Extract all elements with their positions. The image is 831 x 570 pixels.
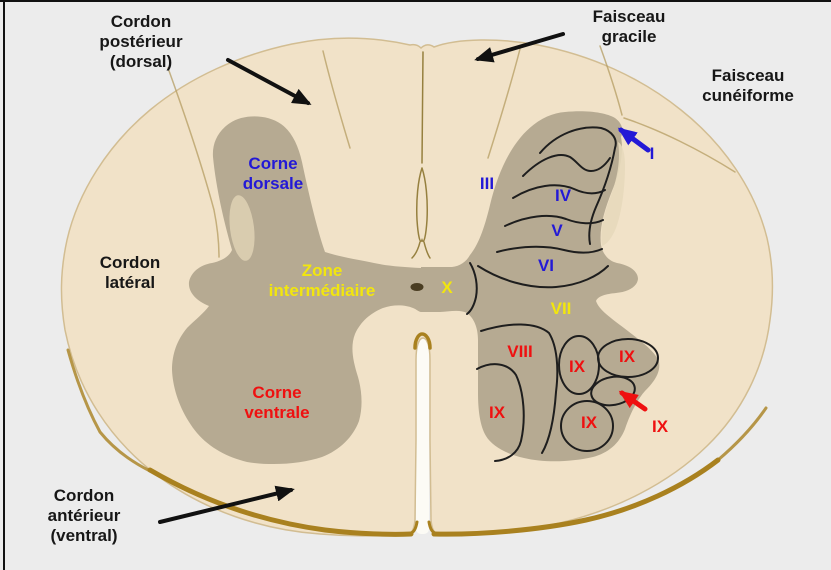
label-line: cunéiforme xyxy=(702,86,794,105)
label-line: Corne xyxy=(252,383,302,402)
lamina-i-arrow-icon xyxy=(617,127,651,153)
fascicle-line-left-inner xyxy=(322,50,351,149)
label-line: Cordon xyxy=(99,253,161,272)
label-faisceau-gracile: Faisceau gracile xyxy=(593,7,666,47)
label-line: latéral xyxy=(104,273,156,292)
lamina-ix-left-outline xyxy=(476,363,525,462)
rim-bottom-right xyxy=(431,457,721,537)
lamina-v-vi-boundary xyxy=(496,245,603,254)
label-line: gracile xyxy=(601,27,657,46)
label-lamina-x: X xyxy=(441,278,453,297)
lamina-ix-lateral-oval xyxy=(597,338,659,378)
lamina-vi-vii-boundary xyxy=(477,265,609,289)
rim-fissure-corner-left xyxy=(409,520,419,535)
lamina-iv-v-boundary xyxy=(504,214,604,227)
label-lamina-ix-ventral: IX xyxy=(580,413,598,432)
label-corne-ventrale: Corne ventrale xyxy=(244,383,309,423)
lamina-ix-ventral-circle xyxy=(560,400,614,452)
lamina-x-boundary xyxy=(466,262,478,315)
rim-bottom-left xyxy=(147,467,414,537)
label-line: Corne xyxy=(248,154,298,173)
frame-left-border xyxy=(3,0,5,570)
label-line: postérieur xyxy=(99,32,183,51)
anterior-funiculus-arrow-icon xyxy=(158,485,295,524)
label-line: Cordon xyxy=(110,12,172,31)
left-horn-light-patch xyxy=(229,195,255,261)
label-line: ventrale xyxy=(244,403,310,422)
lamina-i-outline xyxy=(539,126,617,245)
rim-fissure-corner-right xyxy=(427,520,437,535)
frame-top-border xyxy=(0,0,831,2)
label-lamina-v: V xyxy=(551,221,563,240)
label-zone-intermediaire: Zone intermédiaire xyxy=(269,261,376,301)
label-lamina-viii: VIII xyxy=(507,342,533,361)
label-line: Faisceau xyxy=(592,7,666,26)
label-lamina-vii: VII xyxy=(550,299,572,318)
label-cordon-anterieur: Cordon antérieur (ventral) xyxy=(48,486,121,546)
lamina-ii-iii-boundary xyxy=(522,154,611,177)
label-faisceau-cuneiforme: Faisceau cunéiforme xyxy=(702,66,794,106)
label-line: Faisceau xyxy=(711,66,785,85)
rim-right-lower xyxy=(716,406,768,462)
right-horn-cream-wedge xyxy=(601,142,625,246)
label-line: (dorsal) xyxy=(109,52,173,71)
rim-fissure-top xyxy=(413,332,432,350)
lamina-vii-viii-boundary xyxy=(480,323,559,454)
label-lamina-ix-pointer: IX xyxy=(651,417,669,436)
label-corne-dorsale: Corne dorsale xyxy=(243,154,303,194)
label-lamina-iii: III xyxy=(479,174,495,193)
label-lamina-ix-lateral: IX xyxy=(618,347,636,366)
lamina-ix-small-oval xyxy=(590,375,636,407)
label-line: intermédiaire xyxy=(268,281,376,300)
rim-left-lower xyxy=(66,348,152,473)
label-lamina-vi: VI xyxy=(537,256,555,275)
label-lamina-ix-small-left: IX xyxy=(488,403,506,422)
label-line: Zone xyxy=(301,261,343,280)
label-cordon-posterieur: Cordon postérieur (dorsal) xyxy=(99,12,182,72)
label-lamina-i: I xyxy=(649,144,655,163)
label-line: dorsale xyxy=(242,174,304,193)
fascicle-line-left-outer xyxy=(167,67,220,258)
central-canal xyxy=(410,283,424,291)
posterior-funiculus-arrow-icon xyxy=(226,58,312,105)
label-line: (ventral) xyxy=(50,526,118,545)
fascicle-line-right-inner xyxy=(487,48,521,159)
label-lamina-iv: IV xyxy=(554,186,572,205)
label-lamina-ix-medial: IX xyxy=(568,357,586,376)
label-cordon-lateral: Cordon latéral xyxy=(100,253,160,293)
label-line: antérieur xyxy=(47,506,121,525)
fascicle-line-right-outer xyxy=(599,45,623,116)
label-line: Cordon xyxy=(53,486,115,505)
fascicle-line-right-lateral xyxy=(623,117,736,173)
lamina-iii-iv-boundary xyxy=(512,184,606,199)
dorsal-median-septum xyxy=(411,51,431,259)
gracile-arrow-icon xyxy=(474,32,565,63)
ventral-median-fissure xyxy=(416,338,429,534)
lamina-ix-arrow-icon xyxy=(618,390,648,412)
